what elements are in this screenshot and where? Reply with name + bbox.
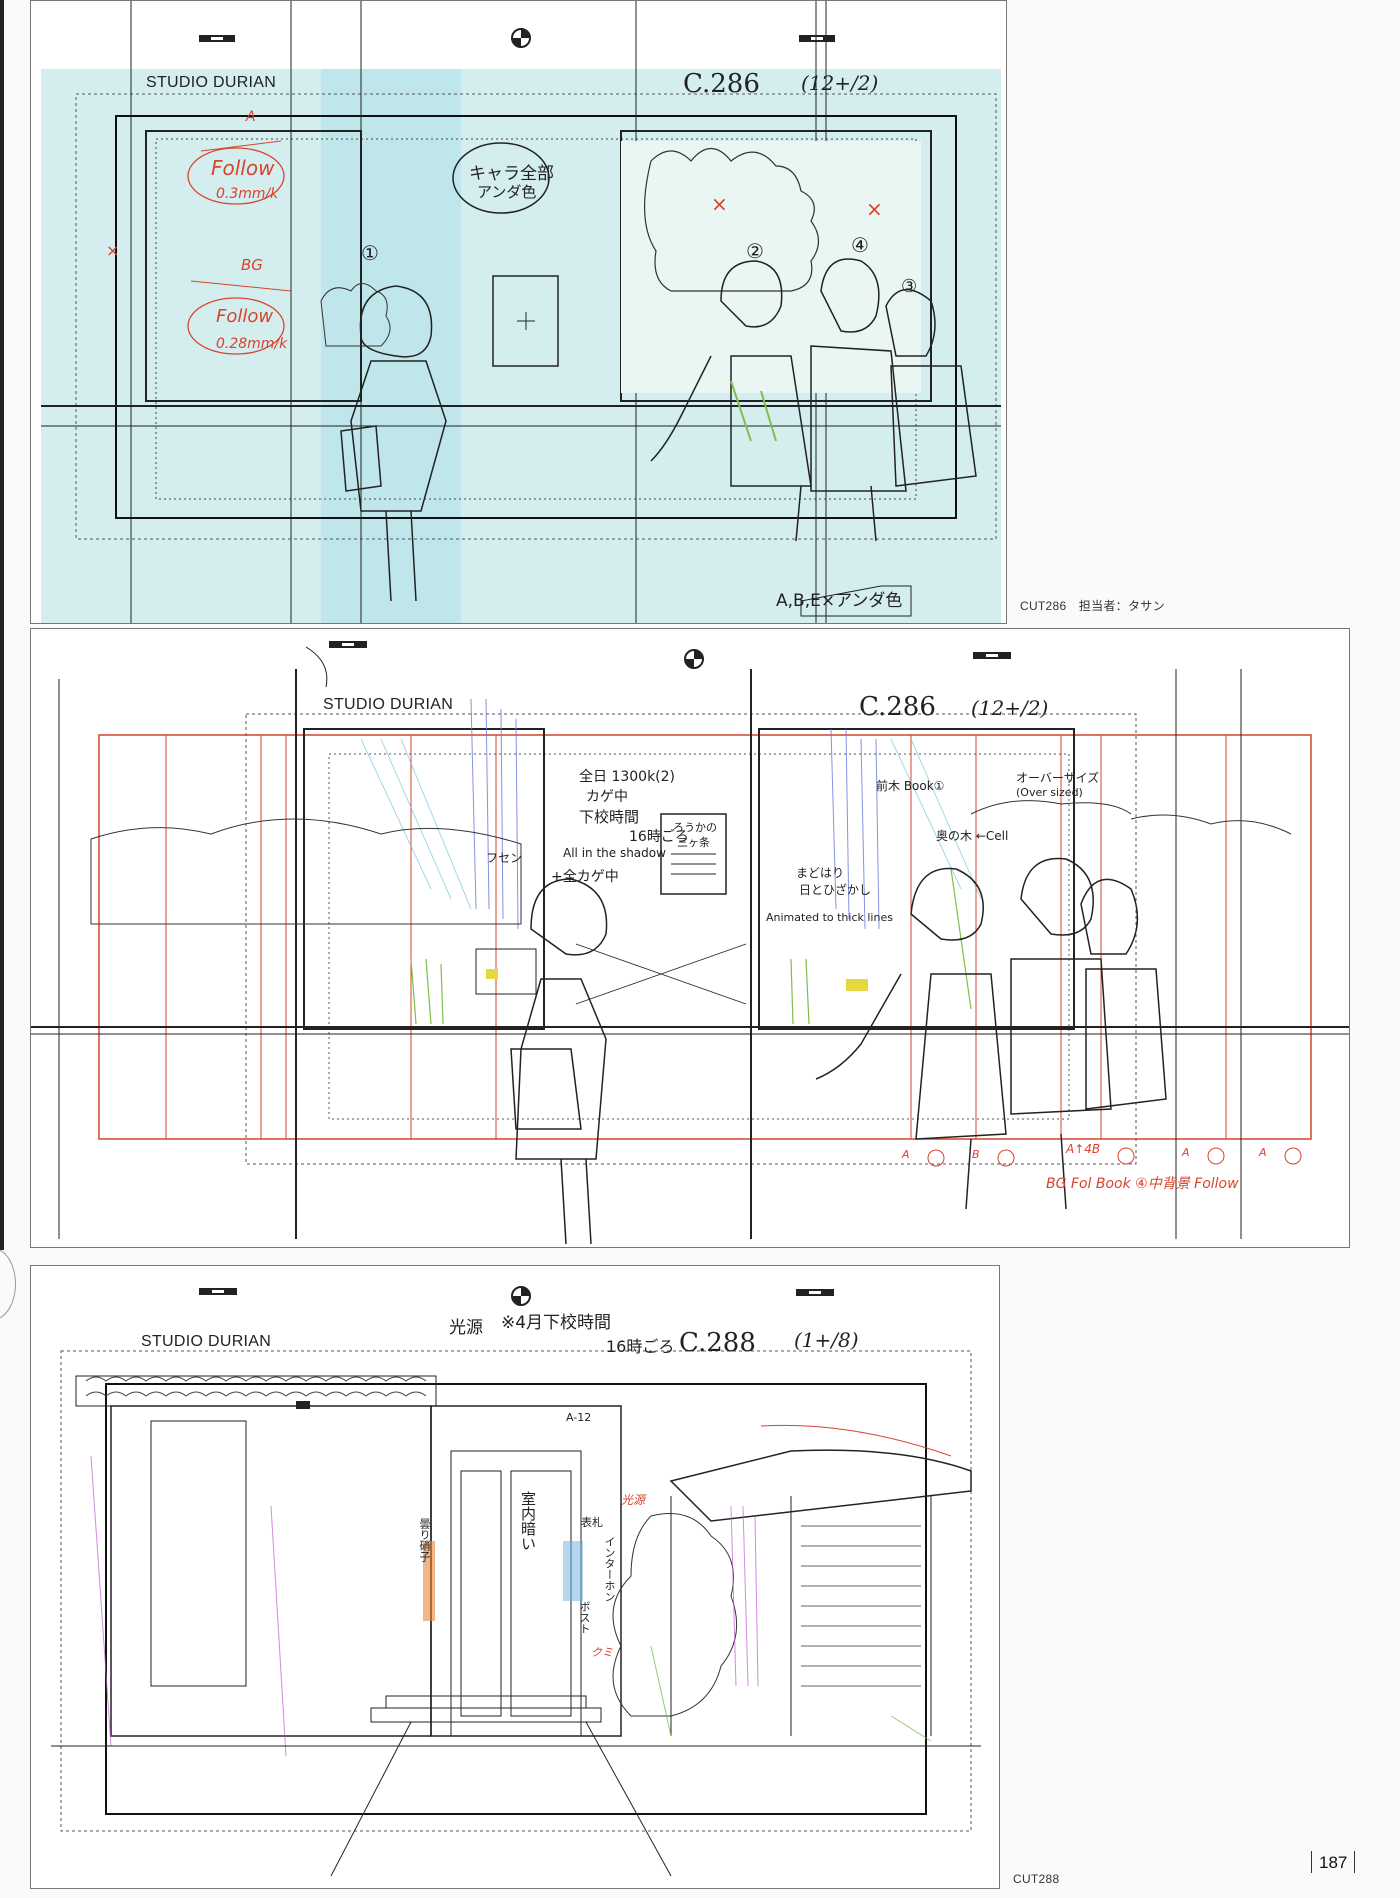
annotation: カゲ中 (586, 789, 628, 805)
foot-mark: A↑4B (1066, 1142, 1101, 1156)
character-group-right (815, 857, 1167, 1210)
foot-mark: A (902, 1148, 910, 1161)
annotation: Animated to thick lines (766, 911, 893, 924)
annotation: キャラ全部 (469, 164, 554, 184)
red-note: BG (241, 256, 263, 274)
caption-cut286: CUT286 担当者：タサン (1020, 599, 1165, 613)
annotation: インターホン (603, 1536, 616, 1602)
sheet-count: (12+/2) (971, 696, 1049, 720)
annotation: アンダ色 (477, 183, 537, 201)
red-note: 0.3mm/k (216, 186, 279, 202)
cut-number: C.286 (683, 69, 760, 99)
sheet2-drawing (31, 641, 1349, 1245)
svg-text:×: × (866, 197, 883, 221)
cel-mark: ④ (851, 233, 869, 257)
annotation: 全日 1300k(2) (579, 769, 676, 785)
annotation: 室内暗い (519, 1491, 537, 1551)
notice-title: 三ヶ条 (677, 836, 710, 849)
annotation: フセン (486, 851, 523, 865)
red-note: BG Fol Book ④中背景 Follow (1046, 1176, 1239, 1192)
annotation: 曇り硝子 (418, 1518, 431, 1562)
cel-mark: ③ (901, 276, 918, 297)
annotation: A,B,E×アンダ色 (776, 591, 903, 611)
character-group-right (650, 258, 977, 542)
annotation: +全カゲ中 (551, 869, 619, 885)
page-edge-curl (0, 1248, 16, 1320)
page-edge-line (0, 0, 4, 1250)
svg-text:×: × (106, 241, 119, 260)
notice-title: ろうかの (673, 821, 717, 834)
sheet3-drawing (51, 1286, 981, 1877)
layout-sheet-cut286-1: × × × STUDIO DURIAN C.286 (12+/2) A Foll… (30, 0, 1007, 624)
page-number: 187 (1310, 1851, 1356, 1873)
cut-number: C.288 (679, 1328, 756, 1358)
annotation: All in the shadow (563, 846, 666, 860)
annotation: 16時ごろ (629, 829, 689, 845)
annotation: オーバーサイズ (1016, 771, 1100, 785)
red-note: A (246, 109, 256, 125)
annotation: 16時ごろ (606, 1337, 675, 1356)
annotation: まどはり (796, 866, 845, 880)
studio-label: STUDIO DURIAN (146, 74, 277, 91)
red-note: 光源 (621, 1493, 646, 1507)
studio-label: STUDIO DURIAN (141, 1333, 272, 1350)
annotation: 奥の木 ←Cell (936, 829, 1009, 843)
foot-mark: B (972, 1148, 980, 1161)
svg-text:×: × (711, 192, 728, 216)
layout-sheet-cut286-2: STUDIO DURIAN C.286 (12+/2) 全日 1300k(2) … (30, 628, 1350, 1248)
annotation: 光源 (449, 1318, 483, 1338)
annotation: 前木 Book① (876, 779, 945, 793)
annotation: (Over sized) (1016, 786, 1083, 799)
layout-sheet-cut288: STUDIO DURIAN C.288 (1+/8) 光源 ※4月下校時間 16… (30, 1265, 1000, 1889)
red-note: Follow (211, 156, 275, 180)
annotation: 表札 (581, 1516, 603, 1529)
cel-mark: ② (746, 239, 764, 263)
studio-label: STUDIO DURIAN (323, 696, 454, 713)
annotation: 下校時間 (579, 808, 640, 826)
caption-cut288: CUT288 (1013, 1872, 1060, 1886)
character-girl-left (340, 285, 447, 602)
character-girl-center (510, 878, 608, 1245)
cut-number: C.286 (859, 692, 936, 722)
foot-mark: A (1259, 1146, 1267, 1159)
foot-mark: A (1182, 1146, 1190, 1159)
red-note: Follow (216, 306, 274, 327)
red-note: 0.28mm/k (216, 336, 288, 352)
annotation: 日とひざかし (799, 883, 872, 897)
red-note: クミ (591, 1646, 613, 1659)
annotation: ※4月下校時間 (501, 1313, 612, 1333)
sheet-count: (1+/8) (794, 1328, 859, 1352)
annotation: ポスト (578, 1601, 591, 1634)
annotation: A-12 (566, 1411, 592, 1424)
sheet-count: (12+/2) (801, 71, 879, 95)
sheet1-drawing: × × × (41, 1, 1001, 623)
cel-mark: ① (361, 241, 379, 265)
